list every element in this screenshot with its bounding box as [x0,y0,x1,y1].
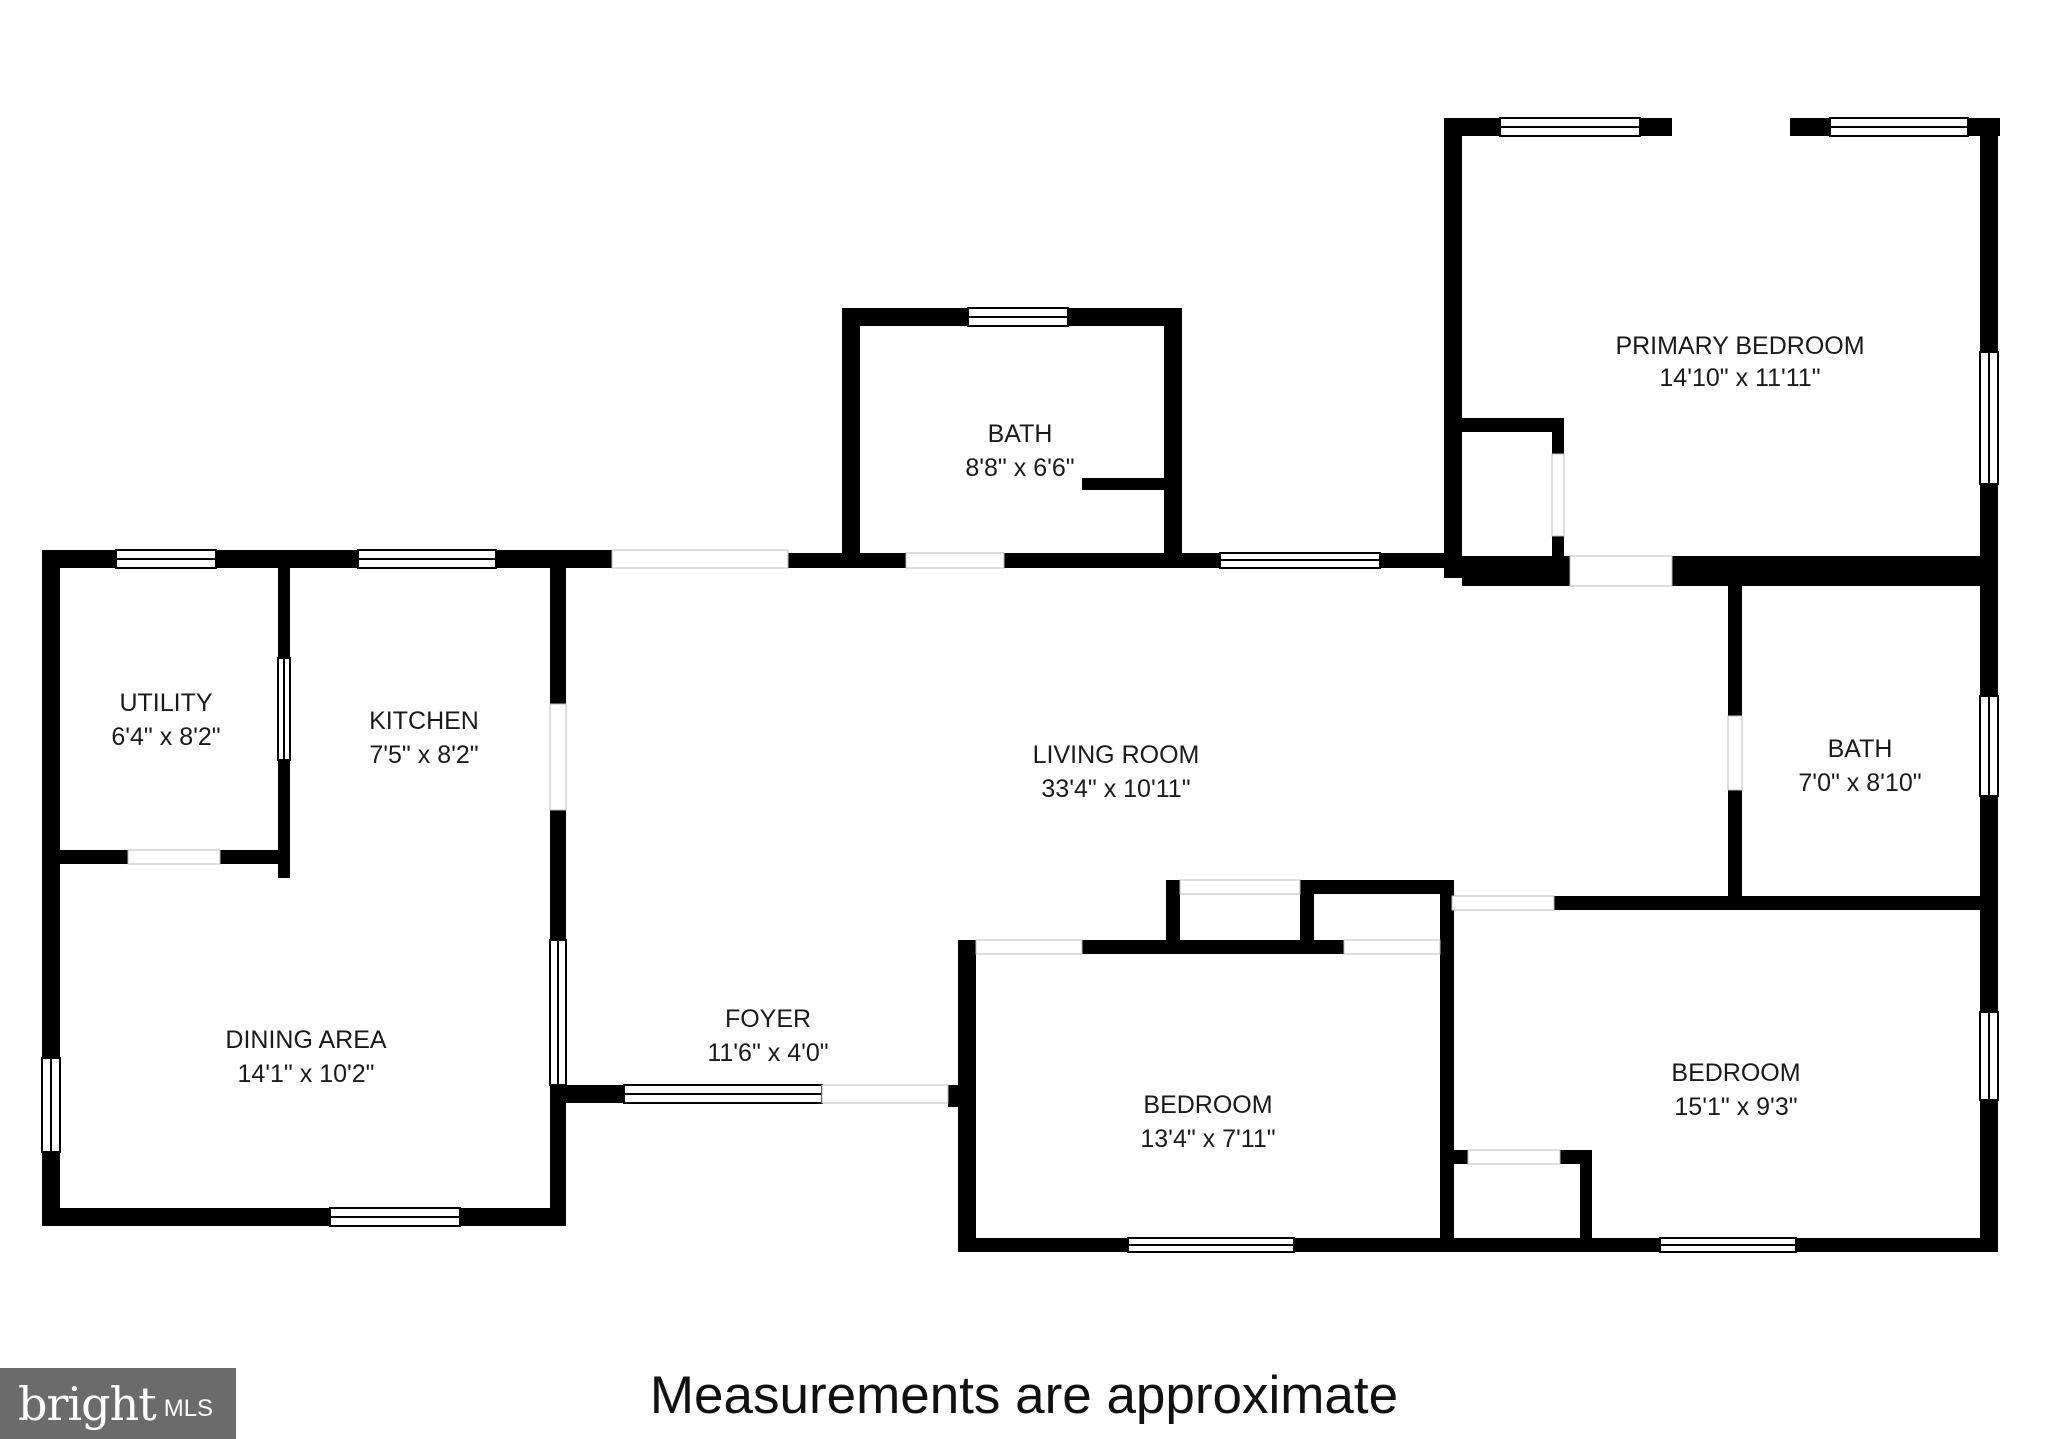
room-utility: UTILITY 6'4" x 8'2" [111,689,220,751]
room-size: 11'6" x 4'0" [707,1039,828,1067]
room-name: FOYER [725,1005,811,1033]
openings [127,453,1743,1165]
room-bedroom-right: BEDROOM 15'1" x 9'3" [1671,1059,1800,1121]
room-name: BEDROOM [1143,1091,1272,1119]
room-name: BATH [1828,735,1893,763]
room-bath-upper: BATH 8'8" x 6'6" [965,420,1074,482]
room-size: 6'4" x 8'2" [111,723,220,751]
room-living-room: LIVING ROOM 33'4" x 10'11" [1033,741,1200,803]
room-name: BEDROOM [1671,1059,1800,1087]
room-primary-bedroom: PRIMARY BEDROOM 14'10" x 11'11" [1615,332,1864,392]
room-name: BATH [988,420,1053,448]
room-bath-right: BATH 7'0" x 8'10" [1798,735,1921,797]
windows [41,117,1999,1253]
room-name: PRIMARY BEDROOM [1615,332,1864,360]
room-size: 13'4" x 7'11" [1140,1125,1275,1153]
room-foyer: FOYER 11'6" x 4'0" [707,1005,828,1067]
room-name: KITCHEN [369,707,479,735]
room-labels: PRIMARY BEDROOM 14'10" x 11'11" BATH 8'8… [111,332,1921,1153]
room-size: 7'5" x 8'2" [369,741,478,769]
room-size: 14'1" x 10'2" [237,1060,374,1088]
logo-wordmark: bright [18,1376,157,1431]
room-size: 15'1" x 9'3" [1674,1093,1797,1121]
walls [42,118,2000,1252]
room-size: 14'10" x 11'11" [1659,364,1820,392]
room-dining-area: DINING AREA 14'1" x 10'2" [225,1026,386,1088]
room-name: LIVING ROOM [1033,741,1200,769]
room-name: UTILITY [119,689,212,717]
room-name: DINING AREA [225,1026,386,1054]
bright-mls-logo: bright MLS [0,1368,236,1439]
logo-suffix: MLS [163,1394,214,1422]
room-size: 7'0" x 8'10" [1798,769,1921,797]
room-kitchen: KITCHEN 7'5" x 8'2" [369,707,479,769]
room-size: 33'4" x 10'11" [1041,775,1190,803]
measurement-note: Measurements are approximate [649,1366,1399,1425]
room-bedroom-middle: BEDROOM 13'4" x 7'11" [1140,1091,1275,1153]
room-size: 8'8" x 6'6" [965,454,1074,482]
